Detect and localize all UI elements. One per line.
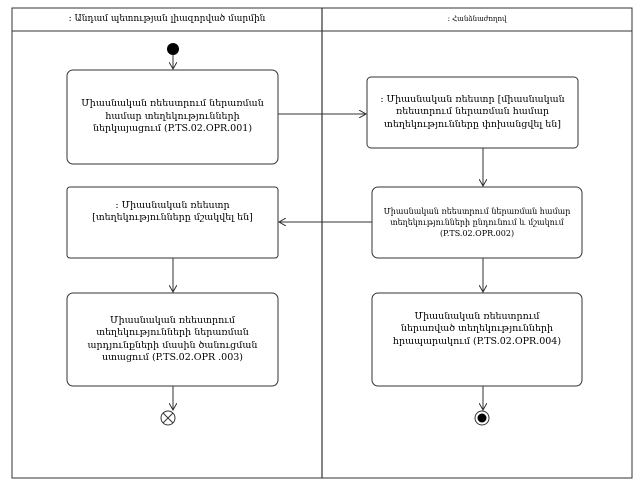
action-label-3: : Միասնական ռեեստր [տեղեկությունները մշա…: [92, 199, 253, 224]
action-label-6: Միասնական ռեեստրում ներառված տեղեկությու…: [392, 310, 562, 347]
action-label-1: Միասնական ռեեստրում ներառման համար տեղեկ…: [81, 98, 264, 135]
action-label-4: Միասնական ռեեստրում ներառման համար տեղեկ…: [383, 207, 571, 238]
action-node-1: [66, 69, 279, 165]
action-node-6: [371, 292, 583, 387]
lane-title-commission: : Հանձնաժողով: [447, 14, 507, 23]
action-node-2: [366, 76, 579, 149]
initial-node: [167, 43, 179, 55]
lane-title-authorized-body: : Անդամ պետության լիազորված մարմին: [68, 13, 266, 24]
activity-final-node: [474, 410, 490, 426]
action-label-5: Միասնական ռեեստրում տեղեկությունների ներ…: [87, 314, 258, 364]
action-label-2: : Միասնական ռեեստր [միասնական ռեեստրում …: [380, 93, 565, 130]
flow-final-node: [160, 410, 176, 426]
